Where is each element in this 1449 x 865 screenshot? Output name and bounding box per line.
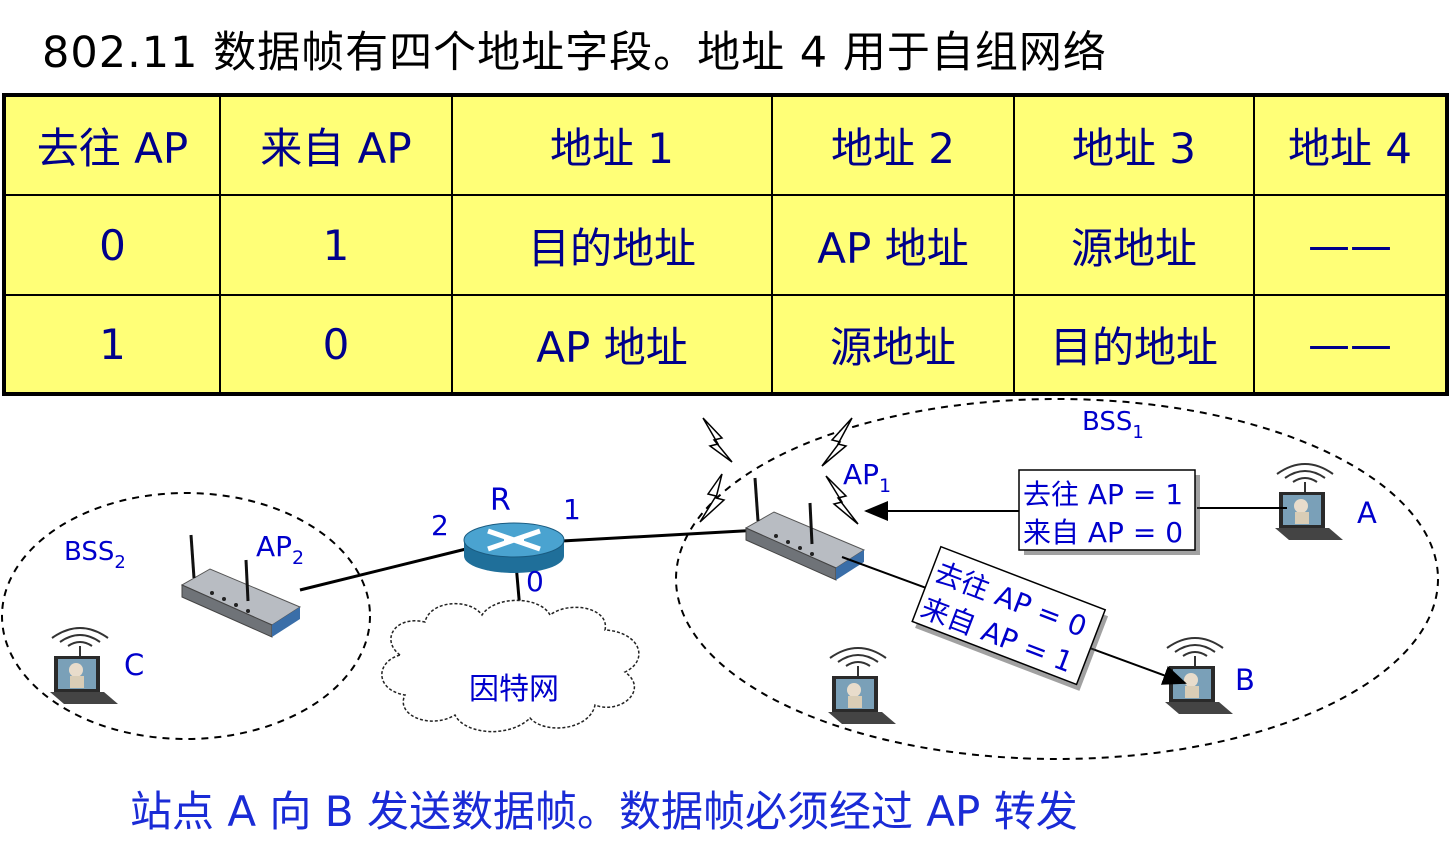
ap1-label: AP1: [843, 458, 891, 497]
internet-label: 因特网: [469, 672, 559, 707]
bss2-boundary: [1, 492, 371, 740]
wireless-signal-icon: [699, 417, 859, 525]
frame-info-box: 去往 AP = 1 来自 AP = 0: [1018, 469, 1200, 555]
router-port-0: 0: [526, 565, 544, 598]
table-row: 1 0 AP 地址 源地址 目的地址 ——: [3, 294, 1448, 395]
network-diagram: 因特网 R 1 2 0 AP2 BSS2 AP1 BSS1 A B C 去往 A…: [1, 398, 1439, 760]
header-address-3: 地址 3: [1013, 94, 1255, 196]
laptop-icon: [827, 647, 897, 725]
table-cell: 1: [219, 194, 453, 296]
bss2-label: BSS2: [64, 537, 126, 573]
address-table: 去往 AP 来自 AP 地址 1 地址 2 地址 3 地址 4 0 1 目的地址…: [2, 93, 1449, 396]
header-address-1: 地址 1: [451, 94, 773, 196]
bss1-boundary: [675, 398, 1439, 760]
slide-caption: 站点 A 向 B 发送数据帧。数据帧必须经过 AP 转发: [130, 787, 1078, 836]
internet-cloud: [381, 599, 640, 733]
bss1-label: BSS1: [1082, 407, 1144, 443]
header-from-ap: 来自 AP: [219, 94, 453, 196]
table-cell: AP 地址: [451, 294, 773, 395]
table-cell: 源地址: [771, 294, 1015, 395]
header-to-ap: 去往 AP: [3, 94, 221, 196]
table-header-row: 去往 AP 来自 AP 地址 1 地址 2 地址 3 地址 4: [3, 94, 1448, 196]
table-cell: ——: [1253, 194, 1448, 296]
ap2-label: AP2: [256, 530, 304, 569]
router-icon: [464, 523, 564, 573]
header-address-4: 地址 4: [1253, 94, 1448, 196]
link-ap2-router: [299, 547, 467, 592]
laptop-icon: [49, 627, 119, 705]
link-router-ap1: [561, 528, 761, 543]
table-cell: 目的地址: [1013, 294, 1255, 395]
station-b-label: B: [1235, 663, 1255, 697]
access-point-icon: [744, 476, 866, 582]
table-cell: 1: [3, 294, 221, 395]
table-cell: 0: [219, 294, 453, 395]
frame-info-box: 去往 AP = 0 来自 AP = 1: [911, 545, 1109, 691]
station-c-label: C: [124, 648, 144, 682]
frame-from-ap-value: 来自 AP = 0: [1023, 516, 1183, 549]
table-row: 0 1 目的地址 AP 地址 源地址 ——: [3, 194, 1448, 296]
table-cell: AP 地址: [771, 194, 1015, 296]
header-address-2: 地址 2: [771, 94, 1015, 196]
laptop-icon: [1164, 637, 1234, 715]
frame-to-ap-value: 去往 AP = 1: [1023, 478, 1183, 511]
table-cell: ——: [1253, 294, 1448, 395]
slide-title: 802.11 数据帧有四个地址字段。地址 4 用于自组网络: [42, 28, 1107, 78]
laptop-icon: [1274, 463, 1344, 541]
router-port-1: 1: [563, 493, 581, 526]
table-cell: 目的地址: [451, 194, 773, 296]
router-port-2: 2: [431, 509, 449, 542]
router-label: R: [490, 483, 511, 518]
table-cell: 源地址: [1013, 194, 1255, 296]
station-a-label: A: [1357, 496, 1377, 530]
table-cell: 0: [3, 194, 221, 296]
